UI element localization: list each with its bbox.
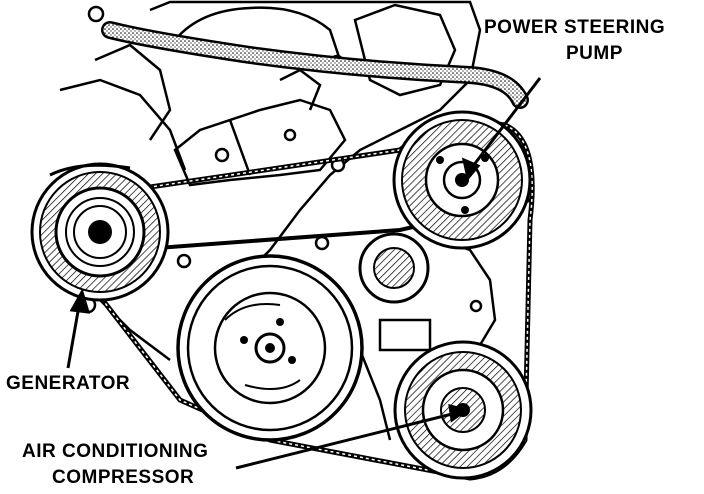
generator [30,162,170,302]
ac-compressor-label-line1: AIR CONDITIONING [22,441,209,462]
leader-lines [66,77,542,470]
ac-leader [235,410,461,470]
power-steering-arrowhead [461,157,481,182]
engine-block [59,0,497,441]
generator-label: GENERATOR [6,373,131,394]
ac-compressor-label-line2: COMPRESSOR [52,467,195,488]
power-steering-pump-label-line1: POWER STEERING [484,17,666,38]
ac-arrowhead [448,404,470,423]
power-steering-leader [468,77,542,171]
idler-pulley [358,232,430,304]
crankshaft-pulley [176,254,364,442]
generator-arrowhead [69,288,91,314]
power-steering-pump-label-line2: PUMP [566,43,623,64]
power-steering-pulley [392,110,532,250]
